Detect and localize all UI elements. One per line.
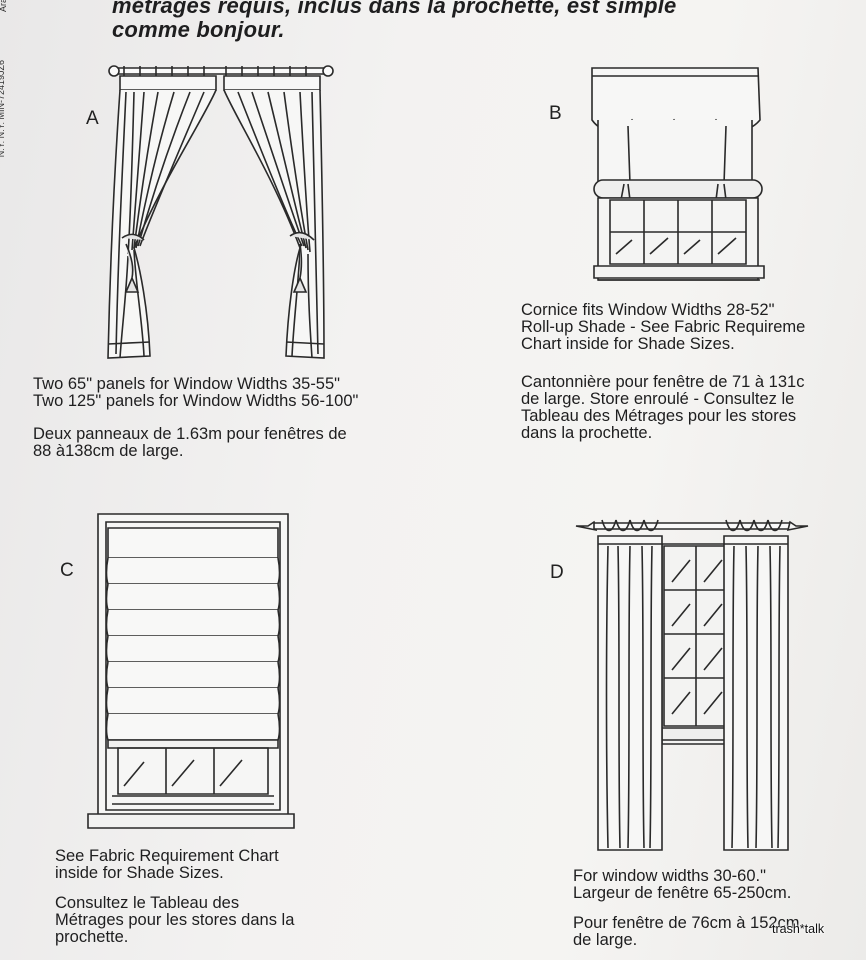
heading: métrages requis, inclus dans la prochett…: [112, 0, 852, 42]
view-b-english-line-1: Cornice fits Window Widths 28-52": [521, 301, 775, 319]
view-c-english-line-2: inside for Shade Sizes.: [55, 864, 224, 882]
view-d-description: For window widths 30-60." Largeur de fen…: [573, 868, 800, 949]
view-c-french-line-1: Consultez le Tableau des: [55, 894, 240, 912]
side-code: N.Y. N.Y. MIN-72419JZ6: [0, 60, 6, 158]
view-c-roman-shade-illustration: [86, 512, 296, 832]
view-c-description: See Fabric Requirement Chart inside for …: [55, 848, 294, 946]
view-a-english-line-2: Two 125" panels for Window Widths 56-100…: [33, 392, 359, 410]
view-d-french-line-1: Largeur de fenêtre 65-250cm.: [573, 884, 792, 902]
view-b-english-line-2: Roll-up Shade - See Fabric Requireme: [521, 318, 806, 336]
view-a-french-line-1: Deux panneaux de 1.63m pour fenêtres de: [33, 425, 347, 443]
watermark: trash*talk: [772, 922, 825, 936]
view-b-english-line-3: Chart inside for Shade Sizes.: [521, 335, 735, 353]
view-b-french-line-3: Tableau des Métrages pour les stores: [521, 407, 797, 425]
view-c-french-line-3: prochette.: [55, 928, 129, 946]
heading-line-1: métrages requis, inclus dans la prochett…: [112, 0, 677, 18]
view-a-english-line-1: Two 65" panels for Window Widths 35-55": [33, 375, 341, 393]
view-b-french-line-1: Cantonnière pour fenêtre de 71 à 131c: [521, 373, 805, 391]
view-b-cornice-shade-illustration: [588, 64, 768, 290]
heading-line-2: comme bonjour.: [112, 17, 285, 42]
view-d-english-line-1: For window widths 30-60.": [573, 867, 766, 885]
view-d-french-line-2: Pour fenêtre de 76cm à 152cm: [573, 914, 800, 932]
view-a-description: Two 65" panels for Window Widths 35-55" …: [33, 376, 358, 460]
side-code-top: Ara: [0, 0, 8, 13]
view-a-letter: A: [86, 108, 99, 129]
view-b-description: Cornice fits Window Widths 28-52" Roll-u…: [521, 302, 805, 442]
view-d-tab-curtain-illustration: [574, 516, 810, 854]
view-c-french-line-2: Métrages pour les stores dans la: [55, 911, 295, 929]
view-b-letter: B: [549, 103, 562, 124]
view-a-french-line-2: 88 à138cm de large.: [33, 442, 184, 460]
view-d-letter: D: [550, 562, 564, 583]
view-a-curtain-illustration: [104, 58, 340, 362]
view-b-french-line-4: dans la prochette.: [521, 424, 653, 442]
view-d-french-line-3: de large.: [573, 931, 638, 949]
view-c-letter: C: [60, 560, 74, 581]
view-c-english-line-1: See Fabric Requirement Chart: [55, 847, 279, 865]
view-b-french-line-2: de large. Store enroulé - Consultez le: [521, 390, 795, 408]
